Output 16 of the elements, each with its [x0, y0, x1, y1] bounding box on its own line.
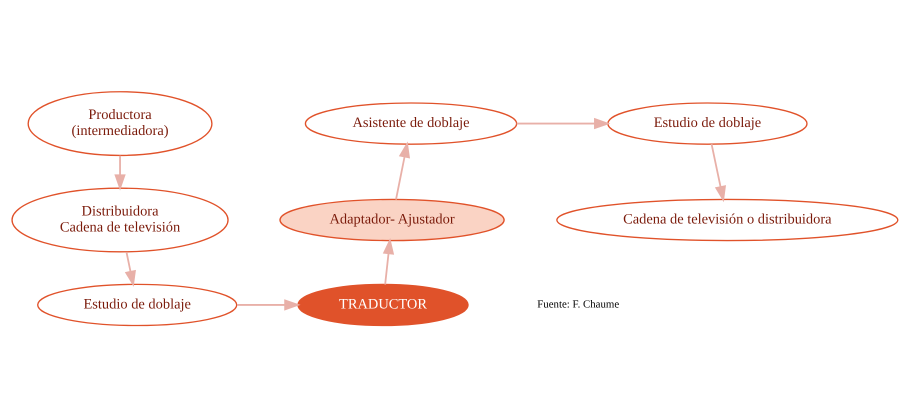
- label: Fuente: F. Chaume: [537, 298, 620, 311]
- node-ellipse: Estudio de doblaje: [607, 102, 808, 145]
- node-ellipse: Estudio de doblaje: [37, 284, 238, 326]
- arrow: [114, 156, 126, 191]
- node-ellipse: Cadena de televisión o distribuidora: [556, 198, 898, 242]
- arrow: [237, 299, 301, 311]
- node-ellipse: Asistente de doblaje: [304, 102, 518, 145]
- arrow: [395, 141, 410, 200]
- arrow: [710, 144, 726, 202]
- arrow: [124, 252, 136, 287]
- node-ellipse: Adaptador- Ajustador: [279, 198, 505, 242]
- node-ellipse: Distribuidora Cadena de televisión: [11, 188, 229, 252]
- arrow: [382, 238, 394, 285]
- node-ellipse: TRADUCTOR: [297, 284, 469, 326]
- arrow: [516, 118, 610, 130]
- node-ellipse: Productora (intermediadora): [28, 91, 213, 156]
